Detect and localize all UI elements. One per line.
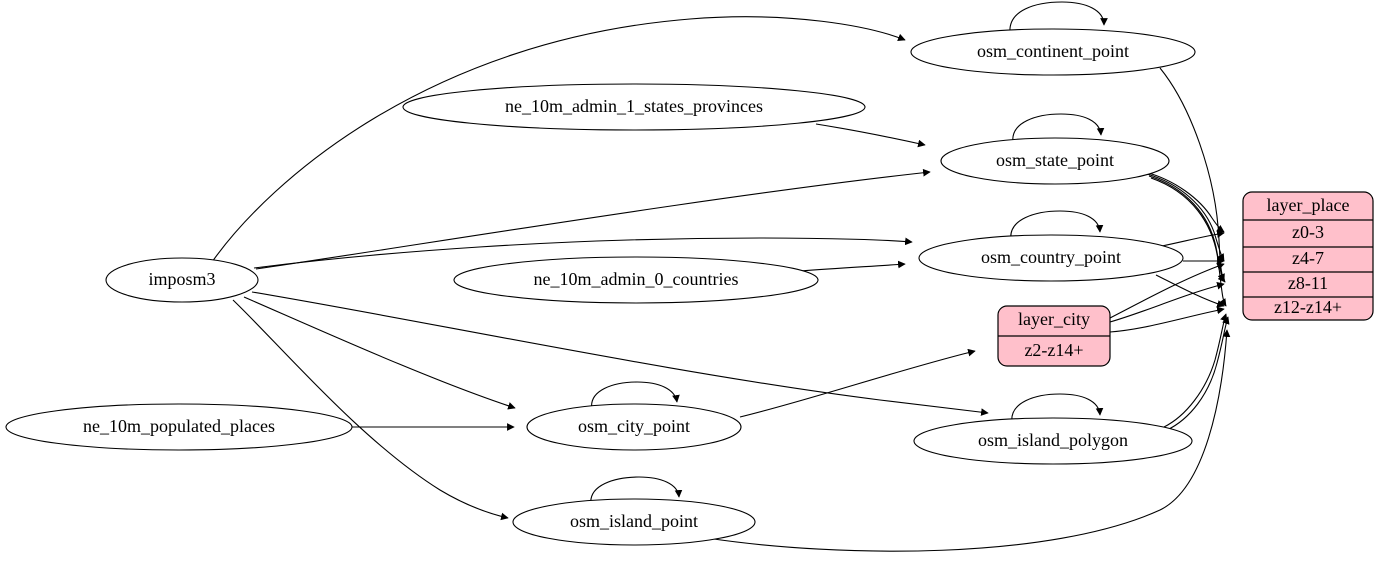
node-imposm3[interactable]: imposm3 — [105, 257, 259, 303]
edge-self-loop-osm-island-polygon — [1011, 393, 1104, 424]
edge-osm-state-point-to-layer-place-z12 — [1150, 177, 1227, 307]
layer-place-row-z4-7: z4-7 — [1292, 248, 1324, 268]
node-layer-city[interactable]: layer_city z2-z14+ — [997, 305, 1111, 367]
node-osm-island-polygon-label: osm_island_polygon — [978, 430, 1128, 450]
node-ne-10m-populated-places[interactable]: ne_10m_populated_places — [5, 403, 353, 451]
edges-layer — [211, 1, 1231, 552]
node-ne-10m-admin-1-states-provinces[interactable]: ne_10m_admin_1_states_provinces — [402, 83, 866, 131]
node-osm-city-point-label: osm_city_point — [578, 416, 690, 436]
nodes-layer: imposm3 ne_10m_admin_1_states_provinces … — [5, 28, 1196, 546]
layer-place-title: layer_place — [1267, 195, 1350, 215]
node-osm-continent-point-label: osm_continent_point — [977, 41, 1129, 61]
node-osm-island-polygon[interactable]: osm_island_polygon — [913, 417, 1193, 465]
layer-place-row-z12-z14: z12-z14+ — [1274, 297, 1342, 317]
edge-self-loop-osm-country-point — [1010, 210, 1104, 241]
edge-osm-country-point-to-layer-place-z12 — [1155, 274, 1225, 308]
edge-osm-state-point-to-layer-place-z0-3 — [1144, 171, 1225, 233]
node-ne-countries-label: ne_10m_admin_0_countries — [534, 269, 739, 289]
edge-ne-countries-to-osm-country-point — [799, 260, 906, 272]
edge-imposm3-to-osm-island-point — [232, 299, 509, 521]
edge-osm-country-point-to-layer-place-z0-3 — [1161, 230, 1225, 247]
edge-imposm3-to-osm-country-point — [253, 237, 913, 269]
node-osm-city-point[interactable]: osm_city_point — [526, 403, 742, 451]
edge-osm-state-point-to-layer-place-z4-7 — [1146, 173, 1225, 262]
edge-self-loop-osm-island-point — [590, 476, 683, 506]
node-osm-country-point[interactable]: osm_country_point — [918, 234, 1184, 282]
edge-imposm3-to-osm-island-polygon — [251, 291, 989, 416]
edge-layer-city-to-layer-place-z12 — [1109, 306, 1225, 333]
node-osm-state-point-label: osm_state_point — [996, 150, 1114, 170]
node-layer-place[interactable]: layer_place z0-3 z4-7 z8-11 z12-z14+ — [1242, 191, 1374, 321]
edge-osm-island-polygon-to-layer-place-z12 — [1163, 313, 1228, 428]
edge-layer-city-to-layer-place-z4-7 — [1109, 262, 1225, 319]
edge-imposm3-to-osm-state-point — [255, 168, 931, 270]
edge-osm-city-point-to-layer-city — [739, 348, 976, 418]
node-ne-populated-label: ne_10m_populated_places — [83, 416, 275, 436]
edge-self-loop-osm-city-point — [591, 381, 680, 411]
node-osm-state-point[interactable]: osm_state_point — [940, 137, 1170, 185]
layer-city-title: layer_city — [1018, 309, 1090, 329]
edge-osm-island-point-to-layer-place-z12 — [706, 329, 1231, 552]
edge-self-loop-osm-continent-point — [1009, 1, 1108, 34]
node-osm-country-point-label: osm_country_point — [981, 247, 1121, 267]
layer-place-row-z8-11: z8-11 — [1288, 273, 1328, 293]
edge-layer-city-to-layer-place-z8-11 — [1109, 281, 1225, 323]
node-imposm3-label: imposm3 — [148, 269, 215, 289]
edge-osm-island-polygon-to-layer-place-z12-b — [1166, 316, 1230, 431]
edge-imposm3-to-osm-city-point — [243, 296, 516, 410]
edge-imposm3-to-osm-continent-point — [211, 16, 906, 263]
node-ne-states-label: ne_10m_admin_1_states_provinces — [505, 96, 763, 116]
node-osm-continent-point[interactable]: osm_continent_point — [910, 28, 1196, 76]
node-ne-10m-admin-0-countries[interactable]: ne_10m_admin_0_countries — [453, 256, 819, 304]
edge-self-loop-osm-state-point — [1012, 113, 1105, 144]
node-osm-island-point[interactable]: osm_island_point — [512, 498, 756, 546]
node-osm-island-point-label: osm_island_point — [570, 511, 698, 531]
layer-place-row-z0-3: z0-3 — [1292, 222, 1324, 242]
edge-ne-states-to-osm-state-point — [815, 123, 926, 148]
layer-city-row-z2-z14: z2-z14+ — [1024, 340, 1083, 360]
